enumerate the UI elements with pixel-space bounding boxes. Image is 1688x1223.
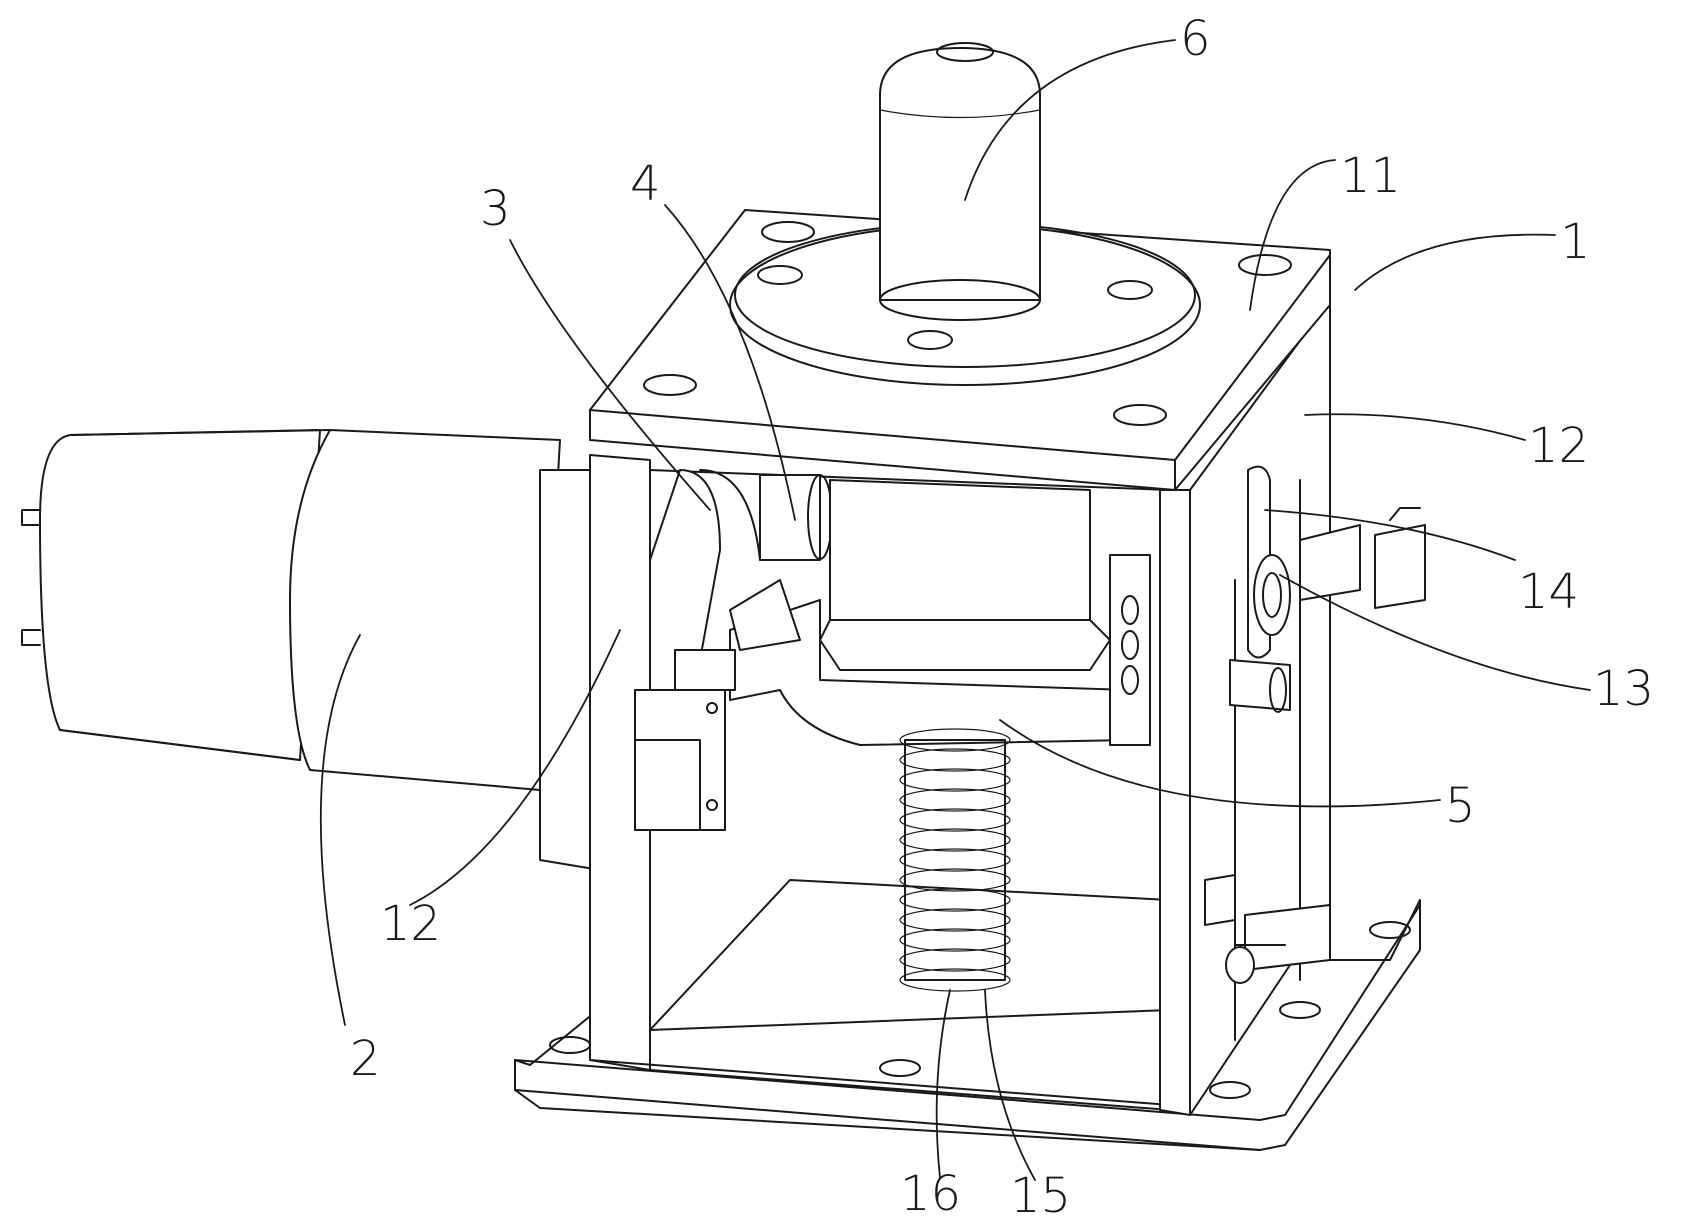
label-12-right: 12 <box>1528 418 1589 474</box>
label-12-left: 12 <box>380 896 441 952</box>
label-1: 1 <box>1560 214 1591 270</box>
label-3: 3 <box>480 181 511 237</box>
label-15: 15 <box>1010 1168 1071 1223</box>
label-14: 14 <box>1518 564 1579 620</box>
motor <box>22 430 600 870</box>
label-4: 4 <box>630 156 661 212</box>
label-11: 11 <box>1340 148 1401 204</box>
piston <box>880 43 1040 320</box>
label-6: 6 <box>1180 11 1211 67</box>
label-5: 5 <box>1445 778 1476 834</box>
label-2: 2 <box>350 1031 381 1087</box>
label-13: 13 <box>1593 661 1654 717</box>
label-16: 16 <box>900 1166 961 1222</box>
